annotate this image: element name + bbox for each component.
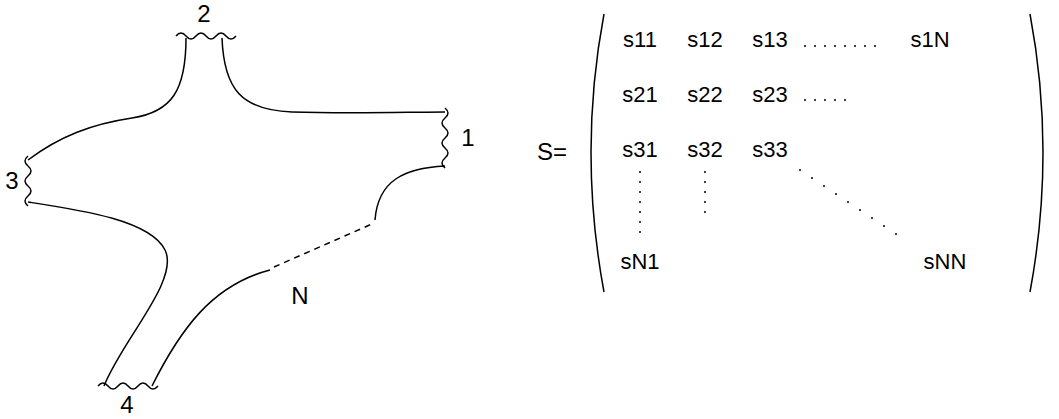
matrix-bracket: [591, 14, 604, 292]
port-number: N: [291, 284, 308, 308]
matrix-entry: s11: [623, 29, 657, 51]
matrix-entry: s12: [687, 29, 722, 51]
matrix-name: S=: [537, 140, 567, 164]
matrix-entry: s33: [752, 139, 787, 161]
port-number: 2: [197, 2, 210, 26]
matrix-entry: sNN: [924, 251, 967, 273]
matrix-entry: s32: [687, 139, 722, 161]
dot-leader: [704, 171, 706, 213]
dot-leader: [804, 45, 876, 47]
dot-leader: [804, 99, 846, 101]
matrix-entry: s22: [687, 84, 722, 106]
region-outline: [28, 202, 167, 386]
region-outline: [28, 38, 186, 160]
region-outline: [375, 166, 445, 220]
region-outline: [222, 38, 445, 113]
region-outline: [152, 270, 270, 386]
port-number: 1: [461, 126, 474, 150]
dashed-lead: [274, 224, 372, 267]
dot-leader: [799, 169, 897, 235]
matrix-bracket: [1030, 14, 1043, 292]
matrix-entry: s31: [622, 139, 657, 161]
lead-wave: [25, 156, 31, 206]
matrix-entry: s1N: [910, 29, 949, 51]
matrix-entry: s23: [752, 84, 787, 106]
port-number: 4: [120, 393, 133, 417]
port-number: 3: [5, 169, 18, 193]
matrix-entry: s13: [752, 29, 787, 51]
lead-wave: [176, 33, 236, 39]
lead-wave: [98, 383, 158, 389]
matrix-entry: sN1: [620, 251, 659, 273]
matrix-entry: s21: [622, 84, 657, 106]
dot-leader: [639, 171, 641, 233]
lead-wave: [442, 108, 448, 168]
